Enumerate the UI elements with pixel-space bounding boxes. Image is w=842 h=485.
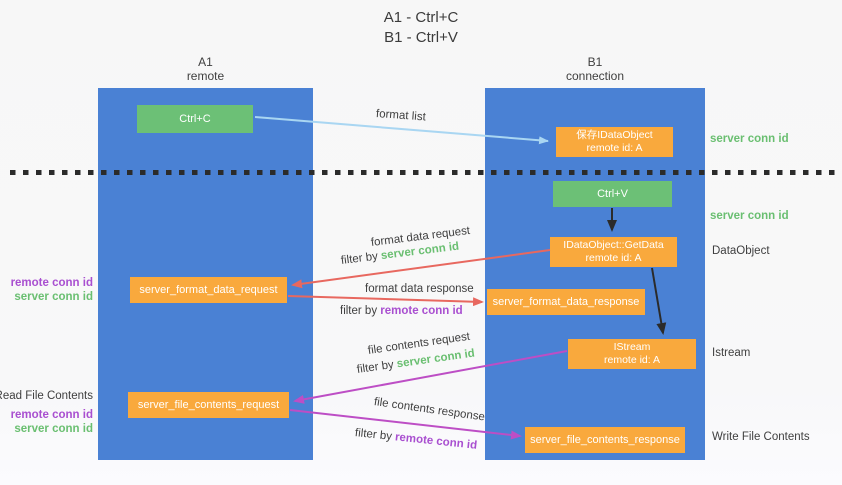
filter-by-prefix: filter by: [340, 250, 382, 267]
node-ctrl-c-label: Ctrl+C: [179, 112, 211, 125]
node-server-file-contents-request-label: server_file_contents_request: [137, 398, 280, 411]
title-line-2: B1 - Ctrl+V: [384, 29, 458, 46]
node-server-format-data-response-label: server_format_data_response: [492, 295, 640, 308]
remote-conn-id-value: remote conn id: [394, 431, 478, 452]
node-server-format-data-request-label: server_format_data_request: [139, 283, 278, 296]
filter-by-prefix: filter by: [354, 427, 396, 444]
node-idataobject-getdata-line1: IDataObject::GetData: [563, 239, 664, 251]
annotation-server-conn-id-left-top: server conn id: [14, 291, 93, 303]
node-ctrl-c: Ctrl+C: [137, 105, 253, 133]
annotation-read-file-contents: Read File Contents: [0, 390, 93, 402]
node-server-format-data-request: server_format_data_request: [130, 277, 287, 303]
lane-b1-role: connection: [565, 69, 625, 83]
label-filter-by-remote-conn-id-2: filter by remote conn id: [354, 427, 477, 452]
lane-header-b1: B1 connection: [485, 55, 705, 83]
node-idataobject-getdata: IDataObject::GetData remote id: A: [550, 237, 677, 267]
annotation-server-conn-id-top: server conn id: [710, 133, 789, 145]
annotation-remote-conn-id-bottom: remote conn id: [10, 409, 93, 421]
annotation-dataobject: DataObject: [712, 245, 770, 257]
title-line-1: A1 - Ctrl+C: [383, 9, 459, 26]
format-data-response-arrow: [287, 295, 484, 307]
node-istream: IStream remote id: A: [568, 339, 696, 369]
filter-by-prefix: filter by: [356, 358, 398, 376]
node-save-idataobject: 保存IDataObject remote id: A: [556, 127, 673, 157]
node-ctrl-v-label: Ctrl+V: [597, 187, 628, 200]
lane-header-a1: A1 remote: [98, 55, 313, 83]
filter-by-prefix: filter by: [340, 305, 381, 317]
node-server-file-contents-response-label: server_file_contents_response: [530, 433, 680, 446]
node-server-format-data-response: server_format_data_response: [487, 289, 645, 315]
label-format-list: format list: [375, 108, 427, 124]
node-istream-line2: remote id: A: [603, 354, 661, 366]
node-server-file-contents-response: server_file_contents_response: [525, 427, 685, 453]
diagram-title: A1 - Ctrl+C B1 - Ctrl+V: [0, 8, 842, 48]
node-ctrl-v: Ctrl+V: [553, 181, 672, 207]
node-istream-line1: IStream: [613, 341, 651, 353]
node-idataobject-getdata-line2: remote id: A: [585, 252, 642, 264]
node-save-idataobject-line1: 保存IDataObject: [576, 129, 653, 141]
label-filter-by-remote-conn-id-1: filter by remote conn id: [340, 305, 463, 317]
remote-conn-id-value: remote conn id: [380, 305, 463, 317]
annotation-server-conn-id-mid: server conn id: [710, 210, 789, 222]
lane-a1-name: A1: [198, 55, 213, 69]
annotation-istream: Istream: [712, 347, 751, 359]
annotation-remote-conn-id-top: remote conn id: [10, 277, 93, 289]
annotation-write-file-contents: Write File Contents: [712, 431, 810, 443]
node-server-file-contents-request: server_file_contents_request: [128, 392, 289, 418]
label-file-contents-response: file contents response: [373, 396, 486, 424]
node-save-idataobject-line2: remote id: A: [586, 142, 643, 154]
annotation-server-conn-id-left-bottom: server conn id: [14, 423, 93, 435]
lane-b1-name: B1: [587, 55, 603, 69]
label-format-data-response: format data response: [365, 283, 474, 295]
lane-a1-role: remote: [186, 69, 225, 83]
